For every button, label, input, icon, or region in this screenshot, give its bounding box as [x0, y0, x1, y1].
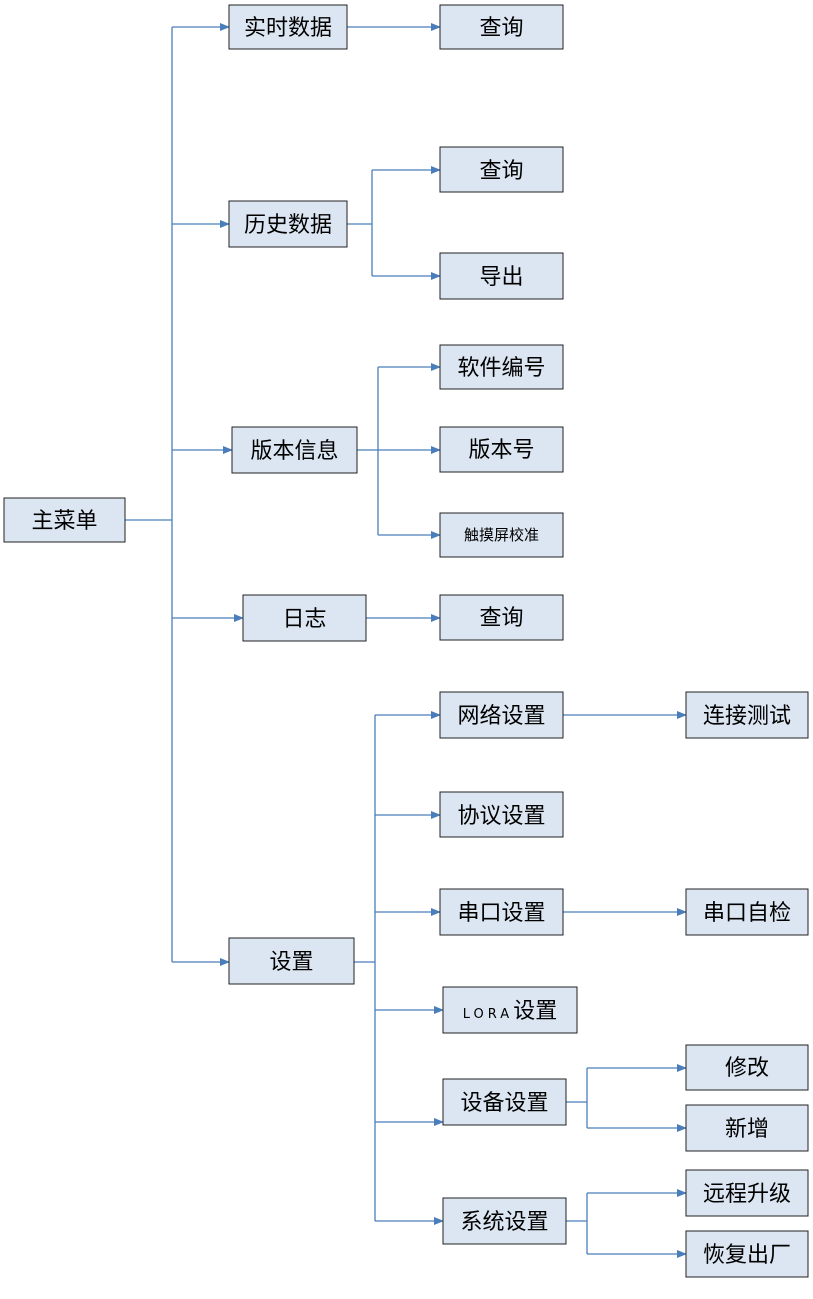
node-software-no-label: 软件编号 [457, 356, 545, 381]
node-touch-calibration: 触摸屏校准 [439, 512, 564, 558]
lora-prefix: LORA [463, 1007, 513, 1022]
node-log-query: 查询 [439, 594, 564, 641]
node-serial-self-check: 串口自检 [685, 888, 809, 936]
node-add: 新增 [685, 1104, 809, 1152]
node-history: 历史数据 [228, 200, 348, 248]
node-log-label: 日志 [282, 607, 326, 632]
node-root: 主菜单 [3, 497, 126, 543]
node-settings-label: 设置 [269, 950, 313, 975]
node-realtime: 实时数据 [228, 4, 348, 50]
node-add-label: 新增 [725, 1117, 769, 1142]
node-lora-settings-label: LORA设置 [463, 999, 557, 1024]
node-protocol-settings: 协议设置 [439, 791, 564, 838]
node-connection-test-label: 连接测试 [703, 704, 791, 729]
node-realtime-query: 查询 [439, 4, 564, 50]
node-history-export: 导出 [439, 252, 564, 300]
node-factory-reset-label: 恢复出厂 [703, 1243, 791, 1268]
node-modify: 修改 [685, 1044, 809, 1091]
node-root-label: 主菜单 [31, 509, 97, 534]
node-remote-upgrade: 远程升级 [685, 1169, 809, 1217]
node-factory-reset: 恢复出厂 [685, 1230, 809, 1278]
node-version: 版本信息 [231, 426, 358, 474]
node-software-no: 软件编号 [439, 344, 564, 390]
node-serial-self-check-label: 串口自检 [703, 901, 791, 926]
lora-suffix: 设置 [513, 999, 557, 1024]
node-serial-settings: 串口设置 [439, 888, 564, 936]
node-history-export-label: 导出 [479, 265, 523, 290]
node-realtime-query-label: 查询 [479, 16, 523, 41]
node-connection-test: 连接测试 [685, 691, 809, 739]
node-network-settings-label: 网络设置 [457, 704, 545, 729]
node-history-label: 历史数据 [244, 213, 332, 238]
node-log-query-label: 查询 [479, 606, 523, 631]
node-system-settings: 系统设置 [442, 1197, 567, 1245]
node-remote-upgrade-label: 远程升级 [703, 1182, 791, 1207]
node-version-label: 版本信息 [250, 439, 338, 464]
node-network-settings: 网络设置 [439, 691, 564, 739]
node-version-no-label: 版本号 [468, 438, 534, 463]
node-device-settings: 设备设置 [442, 1078, 567, 1126]
node-history-query: 查询 [439, 146, 564, 193]
node-version-no: 版本号 [439, 426, 564, 473]
connectors [125, 23, 687, 1258]
node-modify-label: 修改 [725, 1056, 769, 1081]
node-serial-settings-label: 串口设置 [457, 901, 545, 926]
node-settings: 设置 [228, 937, 355, 985]
node-realtime-label: 实时数据 [244, 16, 332, 41]
node-log: 日志 [242, 594, 367, 642]
node-lora-settings: LORA设置 [442, 986, 578, 1034]
node-touch-calibration-label: 触摸屏校准 [464, 526, 539, 544]
node-system-settings-label: 系统设置 [460, 1210, 548, 1235]
node-protocol-settings-label: 协议设置 [457, 804, 545, 829]
node-history-query-label: 查询 [479, 159, 523, 184]
node-device-settings-label: 设备设置 [460, 1091, 548, 1116]
